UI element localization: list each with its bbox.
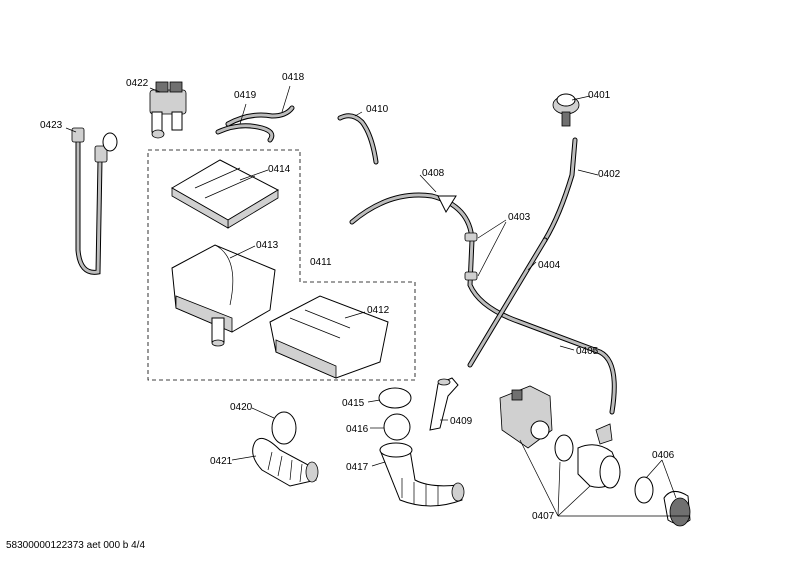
inlet-valve-part[interactable] <box>149 81 187 139</box>
label-0423: 0423 <box>40 120 63 131</box>
label-0401: 0401 <box>588 90 611 101</box>
label-0403: 0403 <box>508 212 531 223</box>
label-0411: 0411 <box>310 257 332 268</box>
filter-0406-part[interactable] <box>634 476 691 527</box>
label-0420: 0420 <box>230 402 253 413</box>
hose-0419-part[interactable] <box>215 123 275 143</box>
air-trap-0409-part[interactable] <box>429 377 459 431</box>
hose-0410-part[interactable] <box>337 113 379 165</box>
label-0410: 0410 <box>366 104 389 115</box>
gasket-0415-part[interactable] <box>378 387 412 409</box>
label-0404: 0404 <box>538 260 561 271</box>
label-0419: 0419 <box>234 90 257 101</box>
ball-0416-part[interactable] <box>383 413 411 441</box>
inlet-hose-part[interactable] <box>71 127 118 275</box>
pressure-hose-0402-part[interactable] <box>542 137 578 243</box>
label-0422: 0422 <box>126 78 149 89</box>
dispenser-drawer-part[interactable] <box>269 295 389 379</box>
label-0414: 0414 <box>268 164 291 175</box>
label-0421: 0421 <box>210 456 233 467</box>
dispenser-group-outline <box>147 149 416 381</box>
bellows-hose-0421-part[interactable] <box>252 437 319 487</box>
document-footer: 58300000122373 aet 000 b 4/4 <box>6 540 146 551</box>
sump-hose-0417-part[interactable] <box>379 442 465 507</box>
label-0418: 0418 <box>282 72 305 83</box>
label-0413: 0413 <box>256 240 279 251</box>
label-0408: 0408 <box>422 168 445 179</box>
dispenser-cover-part[interactable] <box>171 159 280 229</box>
drain-pump-0407-part[interactable] <box>499 385 621 489</box>
label-0402: 0402 <box>598 169 621 180</box>
label-0407: 0407 <box>532 511 555 522</box>
label-0415: 0415 <box>342 398 365 409</box>
label-0412: 0412 <box>367 305 390 316</box>
label-0405: 0405 <box>576 346 599 357</box>
clamps-0403-part[interactable] <box>464 232 478 281</box>
gasket-0420-part[interactable] <box>271 411 297 445</box>
hose-0418-part[interactable] <box>225 105 295 127</box>
pressure-switch-0401-part[interactable] <box>552 93 580 127</box>
leader-lines <box>65 85 690 517</box>
pressure-hose-0404-part[interactable] <box>467 237 548 368</box>
label-0406: 0406 <box>652 450 675 461</box>
label-0409: 0409 <box>450 416 473 427</box>
dispenser-housing-part[interactable] <box>171 244 276 347</box>
label-0417: 0417 <box>346 462 369 473</box>
label-0416: 0416 <box>346 424 369 435</box>
pipe-0408-0405-part[interactable] <box>349 192 617 415</box>
